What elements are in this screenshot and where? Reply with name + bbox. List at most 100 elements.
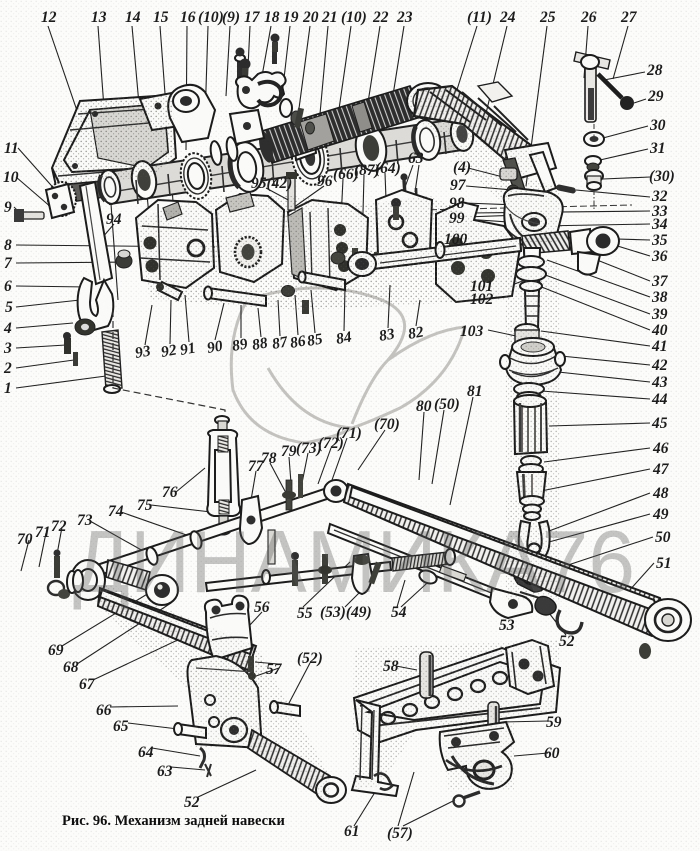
svg-text:1: 1 (4, 380, 12, 397)
svg-text:40: 40 (651, 322, 668, 339)
svg-text:58: 58 (383, 658, 399, 675)
svg-text:74: 74 (108, 503, 124, 520)
svg-text:100: 100 (444, 231, 468, 248)
svg-text:78: 78 (261, 450, 277, 467)
svg-text:(66): (66) (333, 166, 359, 183)
svg-text:(71): (71) (336, 425, 362, 442)
svg-text:95(42): 95(42) (251, 175, 292, 192)
svg-text:(10): (10) (341, 9, 367, 26)
svg-text:41: 41 (651, 338, 668, 355)
svg-text:(73): (73) (296, 440, 322, 457)
svg-text:18: 18 (264, 9, 280, 26)
svg-text:16: 16 (180, 9, 196, 26)
svg-text:63: 63 (157, 763, 173, 780)
svg-text:4: 4 (3, 320, 12, 337)
svg-text:84: 84 (335, 328, 353, 347)
svg-text:31: 31 (649, 140, 666, 157)
svg-text:7: 7 (4, 255, 13, 272)
svg-text:71: 71 (35, 524, 51, 541)
svg-text:89: 89 (231, 335, 249, 354)
svg-text:52: 52 (184, 794, 200, 811)
svg-text:67: 67 (79, 676, 96, 693)
svg-text:86: 86 (289, 332, 307, 351)
svg-text:56: 56 (254, 599, 270, 616)
svg-text:(10): (10) (198, 9, 224, 26)
svg-text:87: 87 (271, 333, 290, 353)
svg-text:76: 76 (162, 484, 178, 501)
svg-text:77: 77 (248, 458, 265, 475)
svg-text:60: 60 (544, 745, 560, 762)
svg-text:2: 2 (3, 360, 12, 377)
svg-text:35: 35 (651, 232, 668, 249)
svg-text:15: 15 (153, 9, 169, 26)
svg-text:22: 22 (372, 9, 389, 26)
svg-text:99: 99 (449, 210, 465, 227)
svg-text:8: 8 (4, 237, 12, 254)
svg-text:81: 81 (467, 383, 483, 400)
svg-text:66: 66 (96, 702, 112, 719)
svg-text:70: 70 (17, 531, 33, 548)
svg-text:27: 27 (620, 9, 638, 26)
svg-text:13: 13 (91, 9, 107, 26)
svg-text:20: 20 (302, 9, 319, 26)
svg-text:82: 82 (407, 323, 425, 342)
svg-text:ДИНАМИКА76: ДИНАМИКА76 (73, 512, 635, 611)
svg-text:3: 3 (3, 340, 12, 357)
svg-text:57: 57 (266, 661, 283, 678)
svg-text:23: 23 (396, 9, 413, 26)
svg-text:92: 92 (160, 341, 178, 360)
svg-text:91: 91 (179, 340, 197, 359)
svg-text:(70): (70) (374, 416, 400, 433)
svg-text:24: 24 (499, 9, 516, 26)
svg-text:51: 51 (656, 555, 672, 572)
svg-text:64: 64 (138, 744, 154, 761)
svg-text:46: 46 (652, 440, 669, 457)
svg-text:39: 39 (651, 306, 668, 323)
svg-text:17: 17 (244, 9, 261, 26)
svg-text:36: 36 (651, 248, 668, 265)
svg-text:96: 96 (317, 173, 333, 190)
svg-text:72: 72 (51, 518, 67, 535)
svg-text:45: 45 (651, 415, 668, 432)
svg-text:19: 19 (283, 9, 299, 26)
svg-text:69: 69 (48, 642, 64, 659)
svg-text:42: 42 (651, 357, 668, 374)
svg-text:88: 88 (251, 334, 269, 353)
svg-text:(53)(49): (53)(49) (320, 604, 372, 621)
svg-text:(4): (4) (453, 159, 471, 176)
svg-text:101: 101 (470, 278, 493, 295)
svg-text:10: 10 (3, 169, 19, 186)
svg-text:21: 21 (321, 9, 338, 26)
svg-text:(87): (87) (354, 162, 380, 179)
svg-text:Рис. 96. Механизм задней навес: Рис. 96. Механизм задней навески (62, 813, 285, 829)
svg-text:(11): (11) (467, 9, 492, 26)
svg-text:(9): (9) (222, 9, 240, 26)
svg-text:61: 61 (344, 823, 360, 840)
svg-text:94: 94 (106, 211, 122, 228)
svg-text:9: 9 (4, 199, 12, 216)
svg-text:98: 98 (449, 195, 465, 212)
svg-text:26: 26 (580, 9, 597, 26)
svg-text:6: 6 (4, 278, 12, 295)
svg-text:49: 49 (652, 506, 669, 523)
svg-text:(57): (57) (387, 825, 413, 842)
svg-text:68: 68 (63, 659, 79, 676)
svg-text:(72): (72) (318, 435, 344, 452)
svg-text:73: 73 (77, 512, 93, 529)
svg-text:33: 33 (651, 203, 668, 220)
svg-text:48: 48 (652, 485, 669, 502)
svg-text:29: 29 (647, 88, 664, 105)
svg-text:93: 93 (134, 342, 152, 361)
svg-text:53: 53 (499, 617, 515, 634)
svg-text:5: 5 (5, 299, 13, 316)
svg-text:43: 43 (651, 374, 668, 391)
svg-text:83: 83 (378, 325, 396, 344)
svg-text:54: 54 (391, 604, 407, 621)
svg-text:44: 44 (651, 391, 668, 408)
svg-text:(50): (50) (434, 396, 460, 413)
svg-text:75: 75 (137, 497, 153, 514)
svg-text:11: 11 (4, 140, 19, 157)
svg-text:102: 102 (470, 291, 494, 308)
svg-text:34: 34 (651, 216, 668, 233)
svg-text:85: 85 (306, 330, 324, 349)
